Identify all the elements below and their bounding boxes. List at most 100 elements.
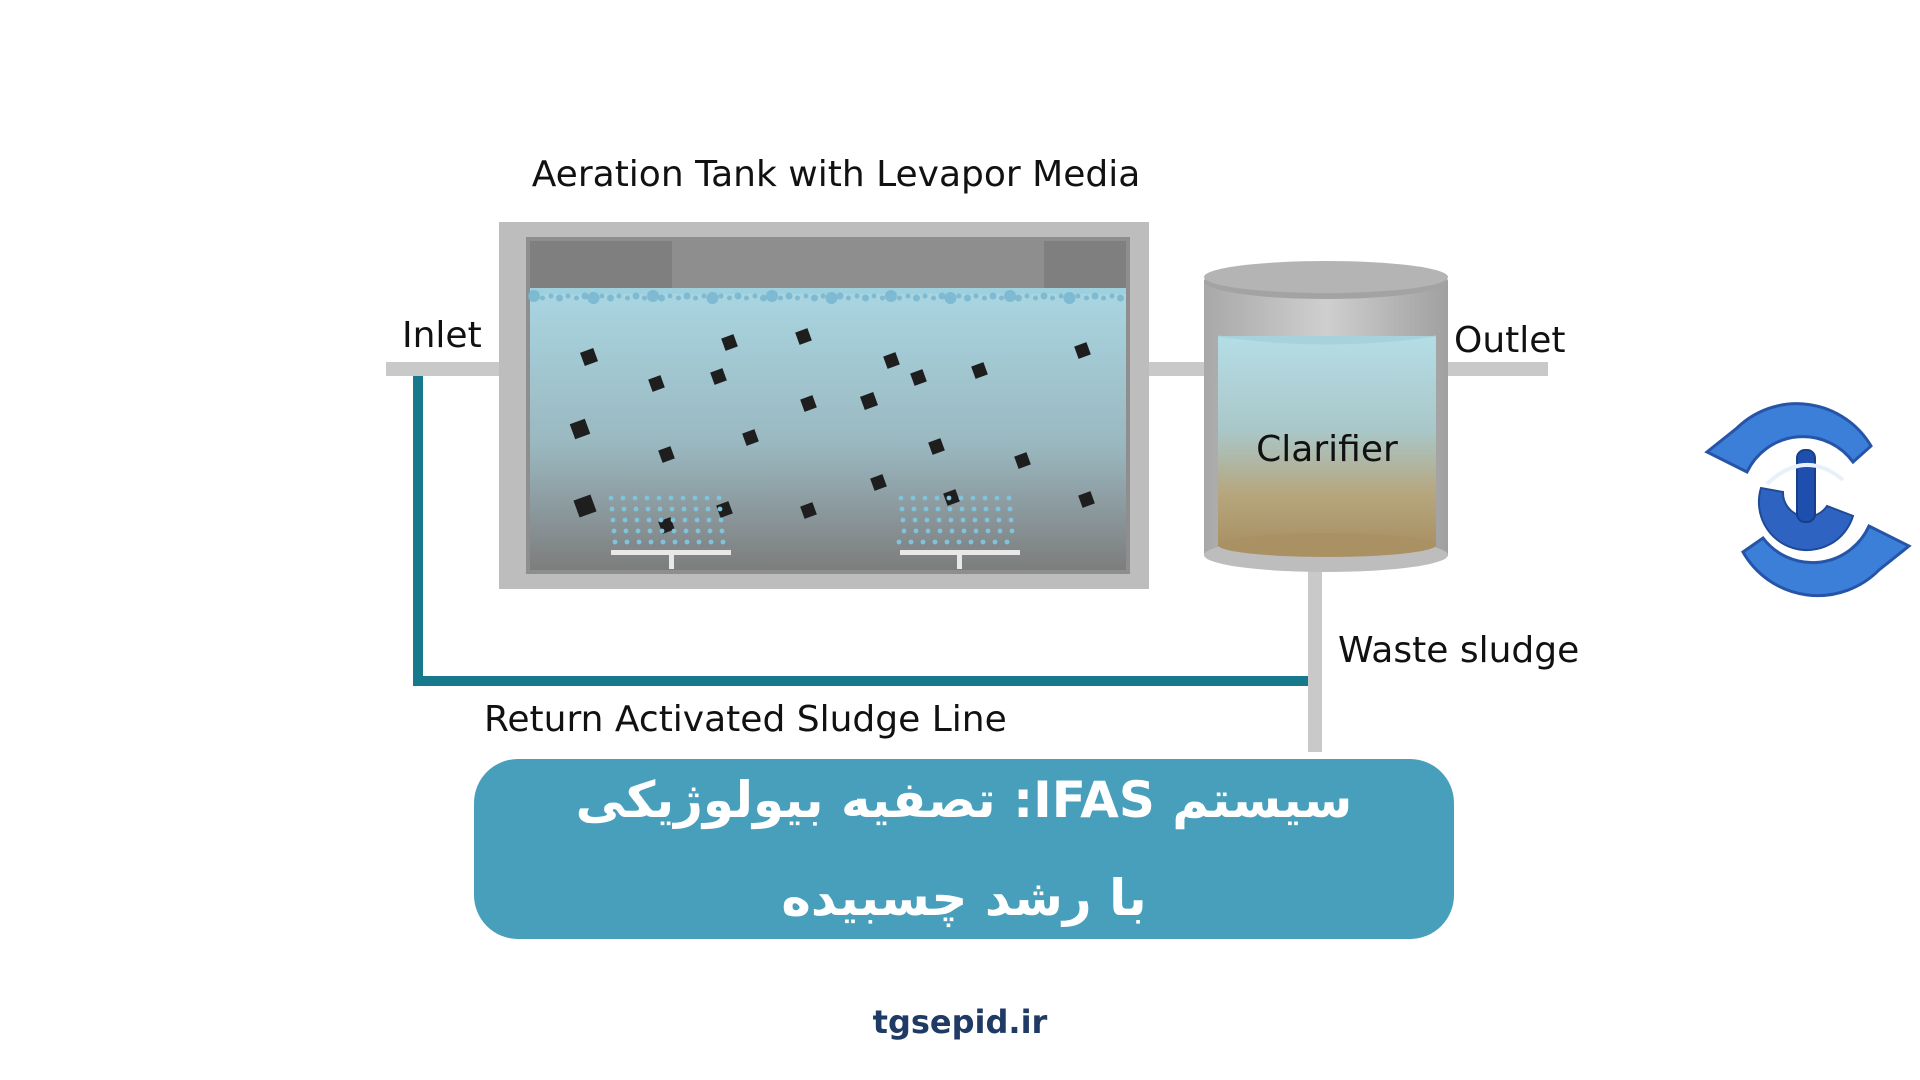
surface-bubble [528, 290, 540, 302]
surface-bubble [1040, 292, 1048, 300]
surface-bubble [999, 295, 1004, 301]
diffuser-bubble [1009, 528, 1015, 534]
waste-sludge-pipe [1308, 568, 1322, 752]
diffuser-bubble [671, 528, 677, 534]
inlet-pipe [386, 362, 504, 376]
return-sludge-pipe [413, 376, 1308, 686]
surface-bubble [1117, 294, 1124, 302]
diffuser-bubble [898, 495, 904, 501]
diffuser-bubble [694, 517, 700, 523]
diffuser-bubble [634, 517, 640, 523]
diffuser-bubble [983, 506, 989, 512]
diffuser-bubble [672, 539, 678, 545]
surface-bubble [944, 292, 957, 304]
media-cube [971, 362, 988, 379]
surface-bubble [1101, 295, 1106, 301]
surface-bubble [752, 293, 758, 299]
diagram-title: Aeration Tank with Levapor Media [532, 154, 1141, 195]
diffuser-bubble [896, 539, 902, 545]
diffuser-bubble [960, 517, 966, 523]
media-cube [943, 489, 960, 506]
diffuser-bubble [633, 506, 639, 512]
diffuser-bubble [956, 539, 962, 545]
diffuser-bubble [657, 506, 663, 512]
diffuser-bubble [708, 539, 714, 545]
levapor-media [569, 328, 1095, 534]
clarifier-lid-top [1204, 261, 1448, 293]
diffuser-bubble [681, 506, 687, 512]
site-url[interactable]: tgsepid.ir [872, 1003, 1048, 1041]
surface-bubble [880, 295, 885, 301]
water-surface [530, 288, 1126, 294]
diffuser-bubble [659, 528, 665, 534]
diffuser-bubble [668, 495, 674, 501]
diffuser-bubble [1007, 506, 1013, 512]
diffuser-bubble [696, 539, 702, 545]
diffuser-bubble [946, 495, 952, 501]
diffuser-bubble [973, 528, 979, 534]
diffuser-bubble [622, 517, 628, 523]
surface-bubble [599, 293, 605, 299]
clarifier-liquid-top [1217, 335, 1437, 345]
surface-bubble [885, 290, 897, 302]
media-cube [742, 429, 759, 446]
diffuser-bubble [992, 539, 998, 545]
diffuser-bubble [706, 517, 712, 523]
media-cube [800, 502, 817, 519]
banner-title-line-1: سیستم IFAS: تصفیه بیولوژیکی [575, 771, 1353, 829]
surface-bubble [871, 293, 877, 299]
clarifier-liquid [1218, 336, 1436, 546]
media-cube [580, 348, 598, 366]
diffuser-bubble [645, 506, 651, 512]
surface-bubble [658, 294, 665, 302]
diffuser-bubble [683, 528, 689, 534]
surface-bubble [1063, 292, 1076, 304]
clarifier-label: Clarifier [1256, 429, 1398, 470]
diffuser-bubble [961, 528, 967, 534]
diffuser-bubble [923, 506, 929, 512]
diffuser-bubble [648, 539, 654, 545]
outlet-pipe [1440, 362, 1548, 376]
media-cube [883, 352, 900, 369]
surface-bubble [642, 295, 647, 301]
surface-bubble [938, 292, 946, 300]
diffuser-bubble [958, 495, 964, 501]
diffuser-bubble [982, 495, 988, 501]
diffuser-bubble [658, 517, 664, 523]
surface-bubble [854, 293, 860, 299]
diffuser-bubble [924, 517, 930, 523]
surface-bubble [718, 293, 724, 299]
surface-bubble [744, 295, 749, 301]
media-cube [658, 446, 675, 463]
diffuser-bubble [949, 528, 955, 534]
diffuser-bubble [644, 495, 650, 501]
diffuser-bubble [937, 528, 943, 534]
banner-title-line-2: با رشد چسبیده [781, 869, 1147, 927]
media-cube [928, 438, 945, 455]
surface-bubble [1050, 295, 1055, 301]
surface-bubble [1058, 293, 1064, 299]
surface-bubble [897, 295, 902, 301]
diffuser-bubble [994, 495, 1000, 501]
diffuser-bubble [980, 539, 986, 545]
diffuser-bubble [704, 495, 710, 501]
diffuser-bubble [997, 528, 1003, 534]
diffuser-bubble [660, 539, 666, 545]
diffuser-bubble [610, 517, 616, 523]
surface-bubble [701, 293, 707, 299]
diffuser-bubble [612, 539, 618, 545]
diffuser-bubble [611, 528, 617, 534]
diffuser-bubble [692, 495, 698, 501]
diffuser-bubble [1006, 495, 1012, 501]
diffuser-bubble [719, 528, 725, 534]
waste-sludge-label: Waste sludge [1338, 630, 1579, 671]
media-cube [800, 395, 817, 412]
diffuser-bubble [922, 495, 928, 501]
diffuser-bubble [912, 517, 918, 523]
diffuser-bubble [669, 506, 675, 512]
diffuser-bubble [934, 495, 940, 501]
diffuser-bubble [720, 539, 726, 545]
surface-bubble [795, 295, 800, 301]
inlet-label: Inlet [402, 315, 482, 356]
surface-bubble [931, 295, 936, 301]
